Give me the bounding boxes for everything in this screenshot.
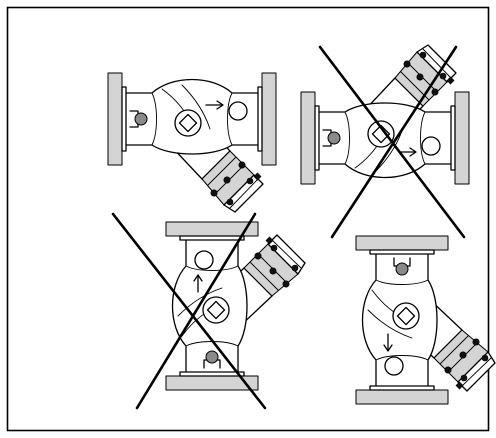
installation-vertical-flow-down bbox=[355, 235, 496, 405]
cross-mark-icon bbox=[111, 212, 267, 410]
figure-frame bbox=[6, 6, 490, 432]
cross-mark-icon bbox=[318, 45, 466, 239]
installation-horizontal-strainer-down bbox=[107, 72, 277, 213]
